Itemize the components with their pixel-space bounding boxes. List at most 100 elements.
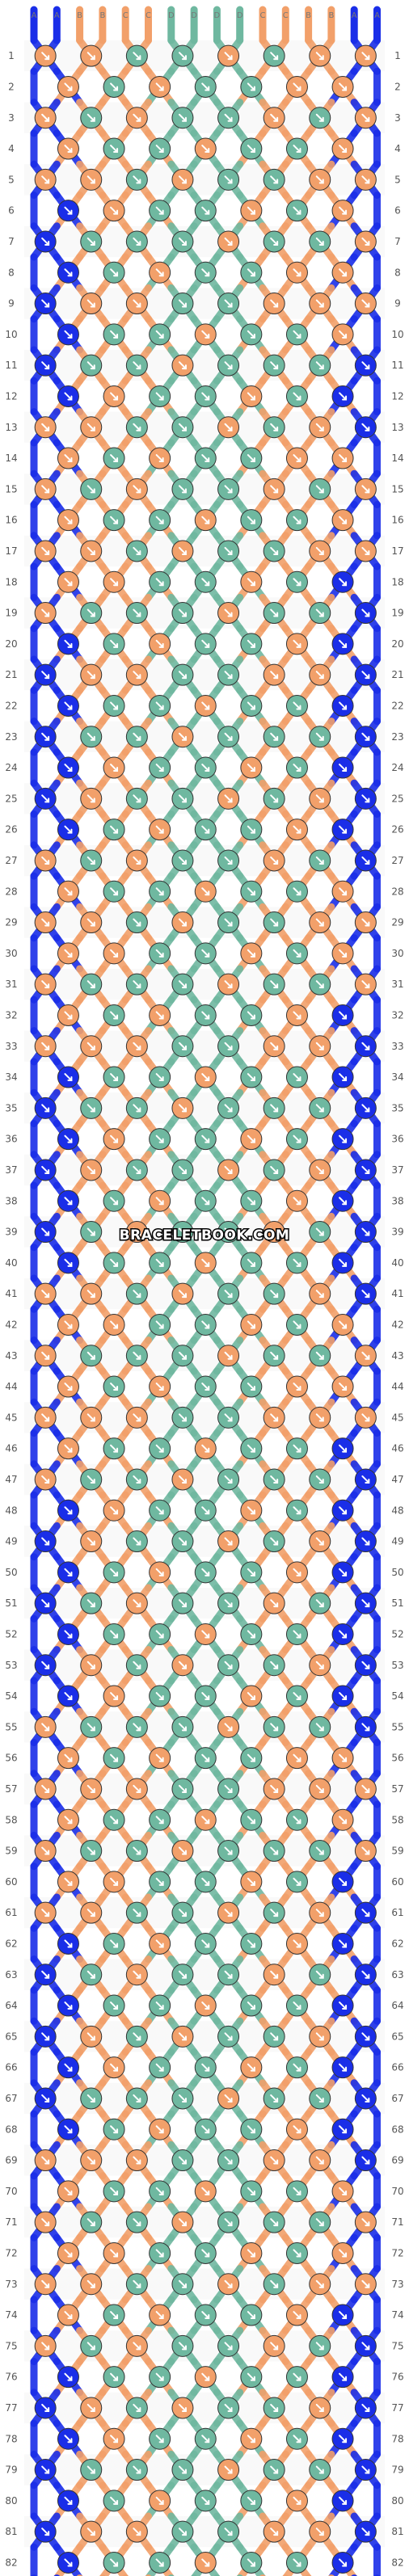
knot [217,2025,240,2048]
knot-arrow-icon [178,1723,187,1732]
knot-arrow-icon [339,1320,348,1329]
knot [240,1808,263,1831]
knot-arrow-icon [247,1506,255,1515]
knot-arrow-icon [64,1073,73,1082]
knot-arrow-icon [178,2465,187,2474]
knot [309,2273,331,2296]
knot-arrow-icon [110,1134,119,1143]
knot [354,1159,377,1181]
knot [149,323,171,346]
knot-arrow-icon [224,1351,233,1360]
knot [57,2118,79,2140]
knot [285,1375,308,1398]
knot [103,447,125,469]
row-number: 80 [391,2495,403,2507]
knot [80,2087,103,2110]
row-number: 26 [391,824,403,836]
knot-arrow-icon [361,1290,370,1299]
knot-arrow-icon [293,1506,301,1515]
row-number: 60 [391,1876,403,1888]
knot [309,1592,331,1614]
knot [285,819,308,841]
knot [263,354,285,377]
knot [240,1994,263,2017]
row-number: 17 [391,545,403,557]
knot [331,323,354,346]
knot [34,540,57,562]
knot [149,1561,171,1584]
knot-arrow-icon [155,1011,164,1020]
knot [217,1096,240,1119]
row-number: 28 [5,886,17,897]
knot-arrow-icon [247,1011,255,1020]
row-number: 47 [391,1474,403,1485]
knot [331,2056,354,2079]
row-number: 16 [391,515,403,526]
knot-arrow-icon [178,2342,187,2351]
knot [57,1066,79,1088]
knot [331,1808,354,1831]
knot-arrow-icon [86,1413,95,1422]
row-number: 29 [5,917,17,928]
row-number: 75 [5,2340,17,2351]
row-number: 72 [391,2247,403,2258]
knot [34,1468,57,1491]
knot-arrow-icon [270,361,279,370]
knot-arrow-icon [201,1320,210,1329]
knot-arrow-icon [41,175,50,184]
row-number: 24 [391,762,403,773]
knot [57,570,79,593]
knot-arrow-icon [201,454,210,463]
knot-arrow-icon [110,825,119,834]
knot-arrow-icon [178,1351,187,1360]
knot [125,2087,148,2110]
knot-arrow-icon [110,1258,119,1267]
knot [125,1778,148,1800]
knot [354,2149,377,2172]
knot-arrow-icon [361,361,370,370]
knot [80,2459,103,2481]
knot [285,2366,308,2389]
knot [57,1375,79,1398]
knot-arrow-icon [64,764,73,772]
knot [309,2520,331,2543]
knot [263,2087,285,2110]
knot [149,942,171,965]
knot-arrow-icon [64,639,73,648]
knot-arrow-icon [201,1134,210,1143]
knot [34,602,57,625]
row-number: 68 [391,2124,403,2135]
knot-arrow-icon [293,268,301,277]
knot-arrow-icon [64,1877,73,1886]
row-number: 33 [391,1041,403,1052]
knot [240,137,263,160]
knot [354,1530,377,1553]
knot [103,2118,125,2140]
knot-arrow-icon [64,701,73,710]
knot [331,1932,354,1955]
knot-arrow-icon [339,206,348,215]
knot-arrow-icon [110,1939,119,1948]
knot-arrow-icon [293,2372,301,2381]
knot [240,1066,263,1088]
knot [34,2149,57,2172]
knot [354,416,377,439]
string-label-top: C [123,11,129,20]
knot-arrow-icon [86,485,95,494]
knot [354,1592,377,1614]
knot-arrow-icon [315,918,324,927]
knot-arrow-icon [86,2156,95,2165]
knot [80,1901,103,1924]
row-number: 17 [5,545,17,557]
knot-arrow-icon [41,1970,50,1979]
knot [285,1685,308,1707]
knot [331,2180,354,2203]
knot-arrow-icon [133,423,141,431]
knot [171,1035,194,1058]
knot [354,2025,377,2048]
knot [194,1808,217,1831]
row-number: 76 [5,2372,17,2383]
knot [309,2149,331,2172]
row-number: 55 [391,1721,403,1732]
knot-arrow-icon [361,423,370,431]
